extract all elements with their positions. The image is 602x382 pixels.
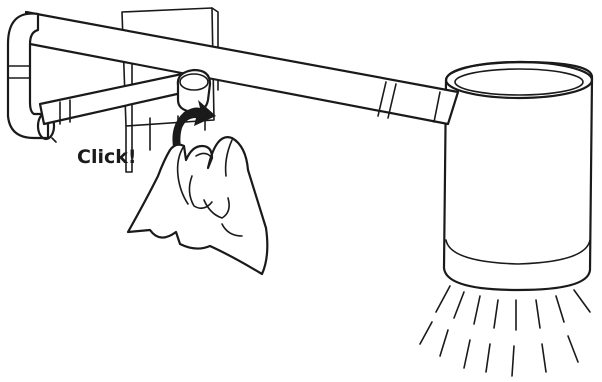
lamp-head [444,62,592,290]
click-callout: Click! [77,146,137,168]
light-rays [420,286,590,376]
hand [128,137,267,274]
mount-knob [178,70,210,112]
